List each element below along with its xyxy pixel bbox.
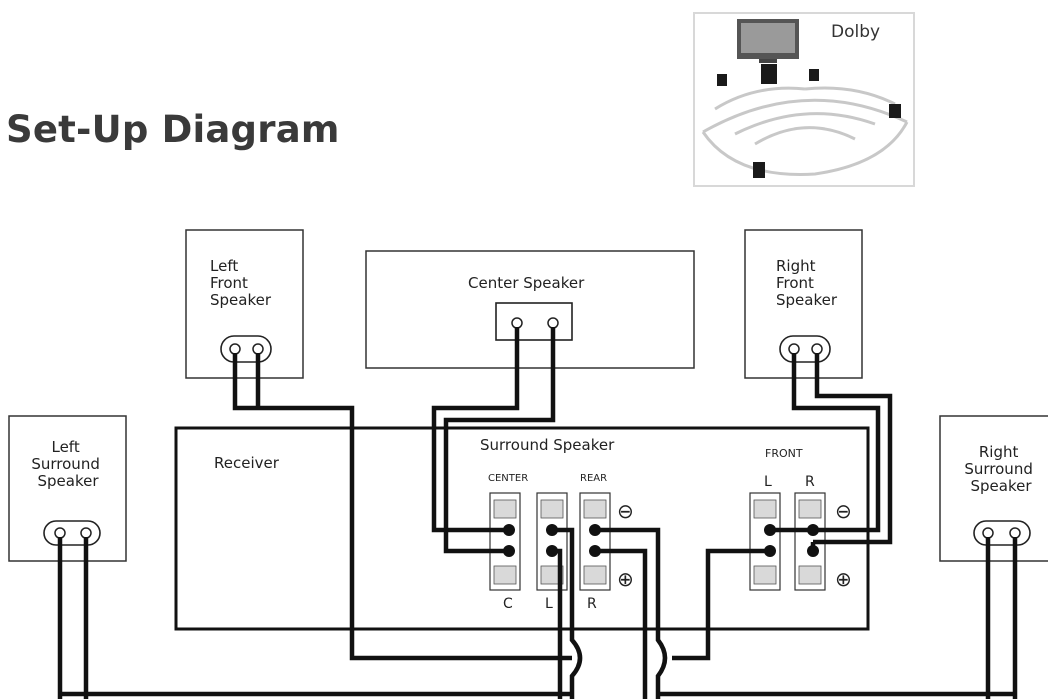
right-surround-speaker-label: Right Surround Speaker — [964, 443, 1037, 495]
left-surround-speaker-label: Left Surround Speaker — [31, 438, 104, 490]
center-speaker-label: Center Speaker — [468, 274, 585, 292]
speaker-icon — [889, 104, 901, 118]
speaker-icon — [717, 74, 727, 86]
room-illustration — [701, 19, 909, 178]
surround-speaker-label: Surround Speaker — [480, 436, 615, 454]
thumbnail-label: Dolby — [831, 22, 881, 42]
receiver-label: Receiver — [214, 454, 280, 472]
center-terminal — [495, 302, 573, 341]
speaker-icon — [753, 162, 765, 178]
minus-icon: ⊖ — [835, 499, 852, 523]
rear-l-label: L — [545, 596, 553, 612]
front-header: FRONT — [765, 447, 803, 460]
dolby-room-thumbnail: Dolby — [693, 12, 915, 187]
rear-r-label: R — [587, 596, 597, 612]
center-header: CENTER — [488, 473, 528, 484]
plus-icon: ⊕ — [835, 567, 852, 591]
center-c-label: C — [503, 596, 513, 612]
right-front-speaker-label: Right Front Speaker — [776, 257, 838, 309]
rear-header: REAR — [580, 473, 607, 484]
speaker-wires — [57, 327, 1018, 699]
speaker-icon — [809, 69, 819, 81]
minus-icon: ⊖ — [617, 499, 634, 523]
front-r-label: R — [805, 474, 815, 490]
plus-icon: ⊕ — [617, 567, 634, 591]
front-l-label: L — [764, 474, 772, 490]
left-front-speaker-label: Left Front Speaker — [210, 257, 272, 309]
center-speaker-icon — [761, 64, 777, 84]
page-title: Set-Up Diagram — [6, 108, 340, 151]
